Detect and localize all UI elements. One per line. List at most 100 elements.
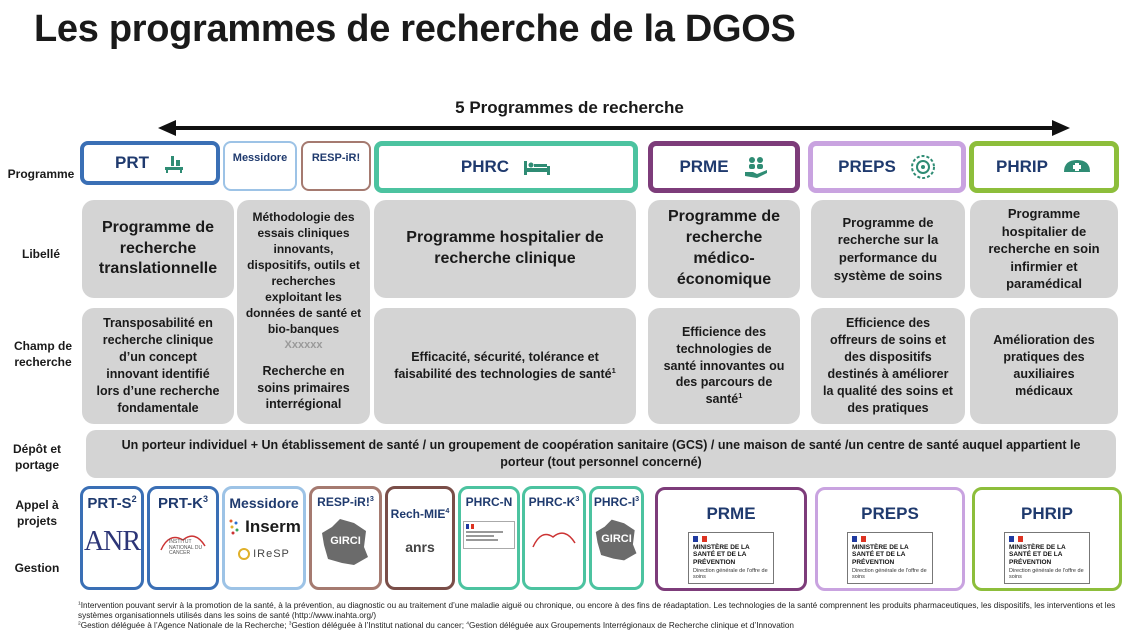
footnote-4-text: Gestion déléguée aux Groupements Interré… <box>469 621 794 630</box>
arrow-left-icon <box>158 120 176 136</box>
appel-phrc-i: PHRC-I3 GIRCI <box>589 486 644 590</box>
appel-phrc-n: PHRC-N <box>458 486 520 590</box>
programme-preps: PREPS <box>808 141 966 193</box>
appel-respir-text: RESP-iR! <box>317 495 370 509</box>
inserm-logo-text: Inserm <box>245 517 301 536</box>
direction-text-preps: Direction générale de l'offre de soins <box>852 568 927 580</box>
programme-messidore-label: Messidore <box>232 152 288 164</box>
hospital-bed-icon <box>523 159 551 175</box>
appel-phrc-k-label: PHRC-K3 <box>528 494 580 509</box>
row-label-appel: Appel à projets <box>15 498 59 529</box>
appel-preps-label: PREPS <box>861 504 919 523</box>
libelle-messidore-respir: Méthodologie des essais cliniques innova… <box>237 200 370 424</box>
programme-phrip: PHRIP <box>969 141 1119 193</box>
ministere-mini-logo <box>463 521 515 549</box>
appel-messidore-label: Messidore <box>229 495 299 511</box>
inca-logo-2 <box>529 523 579 565</box>
programme-preps-label: PREPS <box>838 157 896 176</box>
ministere-logo-prme: MINISTÈRE DE LA SANTÉ ET DE LA PRÉVENTIO… <box>688 532 774 584</box>
subtitle: 5 Programmes de recherche <box>455 98 684 117</box>
programme-phrip-label: PHRIP <box>996 157 1048 176</box>
inca-logo: INSTITUT NATIONAL DU CANCER <box>155 526 211 568</box>
appel-rech-mie-label: Rech-MIE4 <box>390 506 450 521</box>
champ-prt: Transposabilité en recherche clinique d’… <box>82 308 234 424</box>
programme-prme: PRME <box>648 141 800 193</box>
direction-text-prme: Direction générale de l'offre de soins <box>693 568 768 580</box>
libelle-prt: Programme de recherche translationnelle <box>82 200 234 298</box>
footnote-2-4: 2Gestion déléguée à l’Agence Nationale d… <box>78 621 794 630</box>
appel-phrc-k-text: PHRC-K <box>528 495 576 509</box>
ministere-text-prme: MINISTÈRE DE LA SANTÉ ET DE LA PRÉVENTIO… <box>693 543 750 566</box>
row-label-gestion: Gestion <box>14 561 60 575</box>
programme-messidore: Messidore <box>223 141 297 191</box>
depot-portage: Un porteur individuel + Un établissement… <box>86 430 1116 478</box>
row-label-champ: Champ de recherche <box>13 339 72 370</box>
iresp-logo: IReSP <box>238 547 290 561</box>
programme-prt: PRT <box>80 141 220 185</box>
appel-rech-mie: Rech-MIE4 anrs <box>385 486 455 590</box>
libelle-preps: Programme de recherche sur la performanc… <box>811 200 965 298</box>
appel-phrc-i-text: PHRC-I <box>593 495 636 509</box>
champ-prme-text: Efficience des technologies de santé inn… <box>660 324 788 408</box>
direction-text-phrip: Direction générale de l'offre de soins <box>1009 568 1084 580</box>
hand-people-icon <box>743 155 769 179</box>
iresp-mark-icon <box>238 548 251 560</box>
footnote-3-text: Gestion déléguée à l’Institut national d… <box>291 621 467 630</box>
double-arrow-line <box>172 126 1058 130</box>
ministere-text-preps: MINISTÈRE DE LA SANTÉ ET DE LA PRÉVENTIO… <box>852 543 909 566</box>
appel-prt-s-label: PRT-S2 <box>87 494 137 513</box>
appel-prme: PRME MINISTÈRE DE LA SANTÉ ET DE LA PRÉV… <box>655 487 807 591</box>
girci-france-logo: GIRCI <box>320 517 372 567</box>
programme-phrc-label: PHRC <box>460 157 510 176</box>
inserm-mark-icon <box>229 519 239 535</box>
appel-prt-s: PRT-S2 ANR <box>80 486 144 590</box>
appel-respir-label: RESP-iR!3 <box>317 494 374 509</box>
programme-phrc: PHRC <box>374 141 638 193</box>
girci-logo-text: GIRCI <box>330 535 361 547</box>
nurse-cap-icon <box>1062 158 1092 176</box>
appel-phrc-i-label: PHRC-I3 <box>593 494 640 509</box>
iresp-logo-text: IReSP <box>253 548 290 560</box>
anrs-logo: anrs <box>405 539 435 555</box>
appel-preps: PREPS MINISTÈRE DE LA SANTÉ ET DE LA PRÉ… <box>815 487 965 591</box>
footnote-ref-1: 1 <box>611 365 616 375</box>
champ-phrc-text: Efficacité, sécurité, tolérance et faisa… <box>388 349 622 383</box>
appel-phrip-label: PHRIP <box>1021 504 1073 523</box>
appel-respir: RESP-iR!3 GIRCI <box>309 486 382 590</box>
libelle-prme: Programme de recherche médico-économique <box>648 200 800 298</box>
libelle-phrc: Programme hospitalier de recherche clini… <box>374 200 636 298</box>
champ-respir: Recherche en soins primaires interrégion… <box>257 363 350 412</box>
programme-respir-label: RESP-iR! <box>311 152 361 164</box>
row-label-programme: Programme <box>7 167 75 181</box>
row-label-depot: Dépôt et portage <box>13 442 61 473</box>
libelle-messidore-ghost: Xxxxxx <box>284 338 323 351</box>
programme-respir: RESP-iR! <box>301 141 371 191</box>
appel-messidore: Messidore Inserm IReSP <box>222 486 306 590</box>
footnote-2-text: Gestion déléguée à l’Agence Nationale de… <box>80 621 289 630</box>
programme-prme-label: PRME <box>679 157 729 176</box>
appel-phrc-k: PHRC-K3 <box>522 486 586 590</box>
champ-phrc-label: Efficacité, sécurité, tolérance et faisa… <box>394 350 612 381</box>
libelle-phrip: Programme hospitalier de recherche en so… <box>970 200 1118 298</box>
champ-preps: Efficience des offreurs de soins et des … <box>811 308 965 424</box>
appel-phrip: PHRIP MINISTÈRE DE LA SANTÉ ET DE LA PRÉ… <box>972 487 1122 591</box>
champ-phrip: Amélioration des pratiques des auxiliair… <box>970 308 1118 424</box>
appel-rech-mie-text: Rech-MIE <box>390 507 446 521</box>
ministere-logo-preps: MINISTÈRE DE LA SANTÉ ET DE LA PRÉVENTIO… <box>847 532 933 584</box>
appel-prt-k-text: PRT-K <box>157 495 203 512</box>
footnote-1-text: Intervention pouvant servir à la promoti… <box>78 601 1116 620</box>
libelle-messidore: Méthodologie des essais cliniques innova… <box>245 210 362 336</box>
girci-france-logo-2: GIRCI <box>594 517 640 567</box>
gear-network-icon <box>910 154 936 180</box>
appel-prme-label: PRME <box>706 504 756 523</box>
champ-prme: Efficience des technologies de santé inn… <box>648 308 800 424</box>
arrow-right-icon <box>1052 120 1070 136</box>
appel-prt-s-text: PRT-S <box>87 495 132 512</box>
footnote-1: 1Intervention pouvant servir à la promot… <box>78 601 1116 620</box>
footnotes: 1Intervention pouvant servir à la promot… <box>78 601 1128 631</box>
footnote-ref-1: 1 <box>738 391 743 401</box>
ministere-text-phrip: MINISTÈRE DE LA SANTÉ ET DE LA PRÉVENTIO… <box>1009 543 1066 566</box>
inserm-logo: Inserm <box>227 517 301 537</box>
inca-logo-text: INSTITUT NATIONAL DU CANCER <box>169 539 203 556</box>
girci-logo-text-2: GIRCI <box>601 533 632 545</box>
